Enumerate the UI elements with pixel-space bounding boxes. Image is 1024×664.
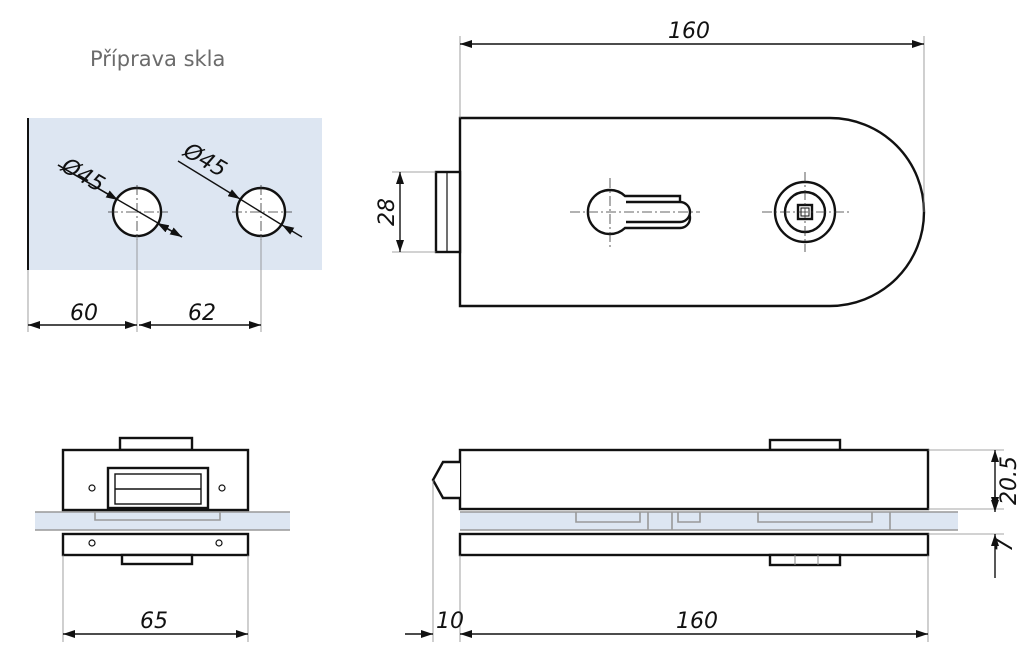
dim-7: 7	[993, 538, 1018, 552]
dim-side-160: 160	[676, 609, 718, 634]
top-view: 160 28	[375, 19, 926, 308]
dim-20-5: 20.5	[997, 456, 1022, 505]
latch-tab	[434, 170, 462, 254]
dim-62: 62	[188, 301, 216, 326]
section-title: Příprava skla	[90, 47, 225, 71]
side-view: 20.5 7 10 160	[405, 438, 1022, 642]
glass-preparation-view: Ø45 Ø45 60 62	[27, 118, 322, 332]
dim-top-160: 160	[668, 19, 710, 44]
dim-28: 28	[375, 198, 400, 226]
front-view: 65	[35, 436, 290, 642]
dim-60: 60	[70, 301, 98, 326]
dim-10: 10	[436, 609, 464, 634]
dim-65: 65	[140, 609, 168, 634]
